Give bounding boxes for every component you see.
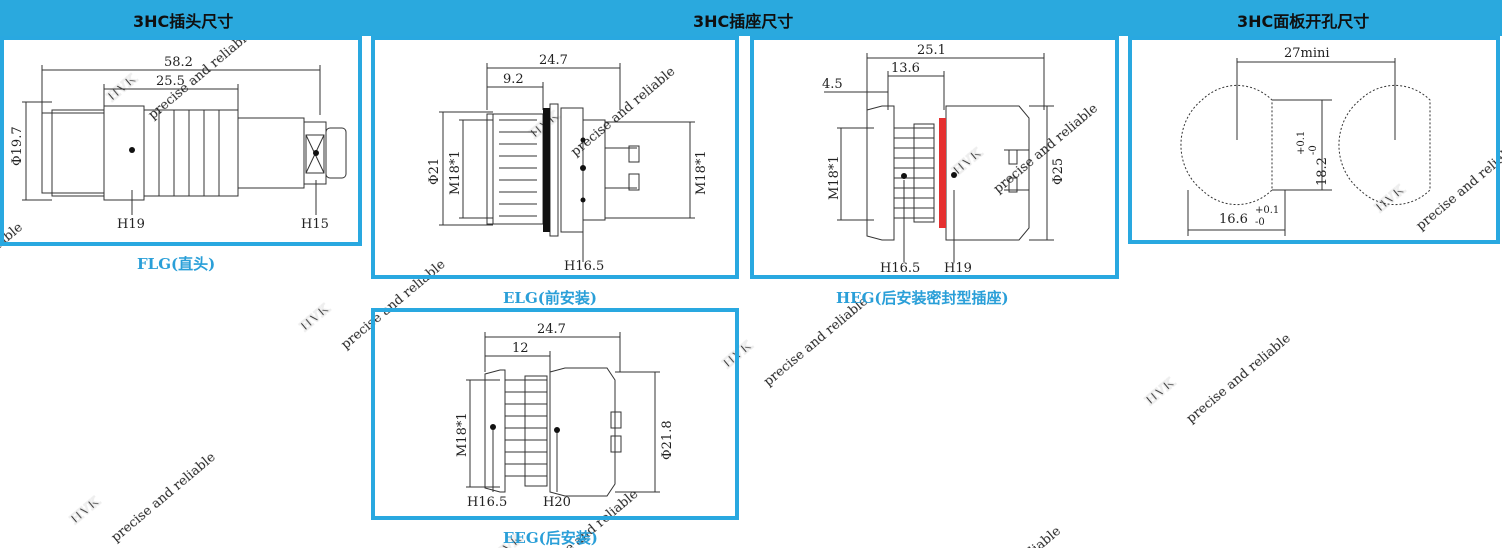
flg-caption: FLG(直头) — [137, 255, 216, 273]
flg-label-h15: H15 — [301, 217, 329, 232]
flg-label-h19: H19 — [117, 217, 145, 232]
header-socket-title: 3HC插座尺寸 — [693, 12, 794, 31]
eeg-dim-flange: 12 — [512, 341, 529, 356]
cutout-drawing: 27mini 18.2 +0.1 -0 16.6 +0.1 -0 — [1180, 46, 1431, 236]
cutout-drawing-panel: 27mini 18.2 +0.1 -0 16.6 +0.1 -0 — [1128, 36, 1500, 244]
elg-dim-dia: Φ21 — [427, 158, 442, 185]
flg-dim-dia: Φ19.7 — [10, 126, 25, 166]
heg-dim-overall: 25.1 — [917, 43, 946, 58]
elg-label-h165: H16.5 — [564, 259, 604, 274]
flg-dim-overall: 58.2 — [164, 55, 193, 70]
heg-label-h165: H16.5 — [880, 261, 920, 276]
cutout-dim-height-tol-upper: +0.1 — [1296, 131, 1307, 155]
header-bar: 3HC插头尺寸 3HC插座尺寸 3HC面板开孔尺寸 — [0, 0, 1502, 36]
header-plug-title: 3HC插头尺寸 — [133, 12, 234, 31]
elg-dim-thread-left: M18*1 — [448, 150, 463, 195]
cutout-dim-height: 18.2 — [1315, 157, 1330, 186]
elg-drawing-panel: 24.7 9.2 Φ21 M18*1 M18*1 H16.5 — [371, 36, 739, 279]
elg-dim-thread-right: M18*1 — [694, 150, 709, 195]
eeg-dim-overall: 24.7 — [537, 322, 566, 337]
elg-dim-flange: 9.2 — [503, 72, 524, 87]
eeg-dim-dia: Φ21.8 — [660, 420, 675, 460]
cutout-dim-spacing: 27mini — [1284, 46, 1330, 61]
elg-drawing: 24.7 9.2 Φ21 M18*1 M18*1 H16.5 — [427, 53, 709, 274]
heg-dim-small: 4.5 — [822, 77, 843, 92]
eeg-dim-thread: M18*1 — [455, 412, 470, 457]
flg-drawing: 58.2 25.5 Φ19.7 H19 H15 — [10, 55, 347, 232]
heg-caption: HEG(后安装密封型插座) — [836, 289, 1009, 307]
heg-dim-dia: Φ25 — [1051, 158, 1066, 185]
heg-dim-mid: 13.6 — [891, 61, 920, 76]
flg-drawing-panel: 58.2 25.5 Φ19.7 H19 H15 — [0, 36, 362, 246]
header-cutout-title: 3HC面板开孔尺寸 — [1237, 12, 1370, 31]
eeg-label-h165: H16.5 — [467, 495, 507, 510]
elg-caption: ELG(前安装) — [503, 289, 597, 307]
elg-dim-overall: 24.7 — [539, 53, 568, 68]
heg-drawing-panel: 25.1 13.6 4.5 M18*1 Φ25 H16.5 H19 — [750, 36, 1119, 279]
flg-dim-body: 25.5 — [156, 74, 185, 89]
eeg-caption: EEG(后安装) — [503, 529, 598, 547]
eeg-drawing: 24.7 12 M18*1 Φ21.8 H16.5 H20 — [455, 322, 675, 510]
heg-dim-thread: M18*1 — [827, 155, 842, 200]
cutout-dim-height-tol-lower: -0 — [1308, 145, 1319, 155]
heg-drawing: 25.1 13.6 4.5 M18*1 Φ25 H16.5 H19 — [822, 43, 1066, 276]
cutout-dim-width-tol-upper: +0.1 — [1255, 205, 1279, 216]
eeg-label-h20: H20 — [543, 495, 571, 510]
heg-label-h19: H19 — [944, 261, 972, 276]
eeg-drawing-panel: 24.7 12 M18*1 Φ21.8 H16.5 H20 — [371, 308, 739, 520]
cutout-dim-width: 16.6 — [1219, 212, 1248, 227]
cutout-dim-width-tol-lower: -0 — [1255, 217, 1265, 228]
